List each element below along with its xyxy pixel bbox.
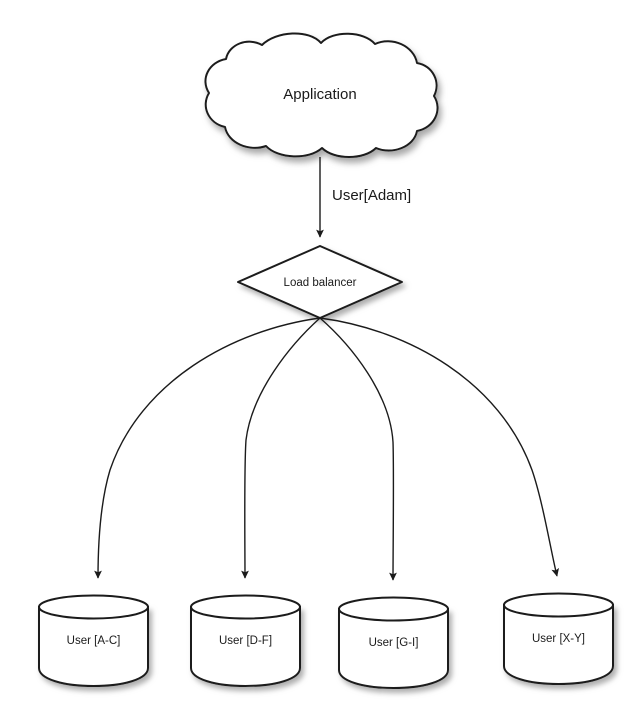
node-shard-xy[interactable]: User [X-Y] xyxy=(503,592,614,686)
node-load-balancer[interactable]: Load balancer xyxy=(237,245,403,319)
shard-ac-label: User [A-C] xyxy=(67,635,121,647)
edge-application-to-balancer: User[Adam] xyxy=(316,157,411,238)
shard-xy-label: User [X-Y] xyxy=(532,633,585,645)
shard-df-label: User [D-F] xyxy=(219,635,272,647)
edge-balancer-to-shard-gi xyxy=(319,317,397,581)
application-cloud-label: Application xyxy=(283,86,356,103)
node-application-cloud[interactable]: Application xyxy=(204,32,439,158)
shard-gi-label: User [G-I] xyxy=(369,637,419,649)
edge-balancer-to-shard-ac xyxy=(94,317,321,579)
node-shard-ac[interactable]: User [A-C] xyxy=(38,594,149,688)
load-balancer-label: Load balancer xyxy=(284,277,357,289)
node-shard-gi[interactable]: User [G-I] xyxy=(338,596,449,690)
edge-balancer-to-shard-df xyxy=(241,317,321,579)
edge-label-user-adam: User[Adam] xyxy=(332,187,411,204)
edges-balancer-to-shards xyxy=(94,317,559,581)
edge-balancer-to-shard-xy xyxy=(319,317,559,577)
node-shard-df[interactable]: User [D-F] xyxy=(190,594,301,688)
